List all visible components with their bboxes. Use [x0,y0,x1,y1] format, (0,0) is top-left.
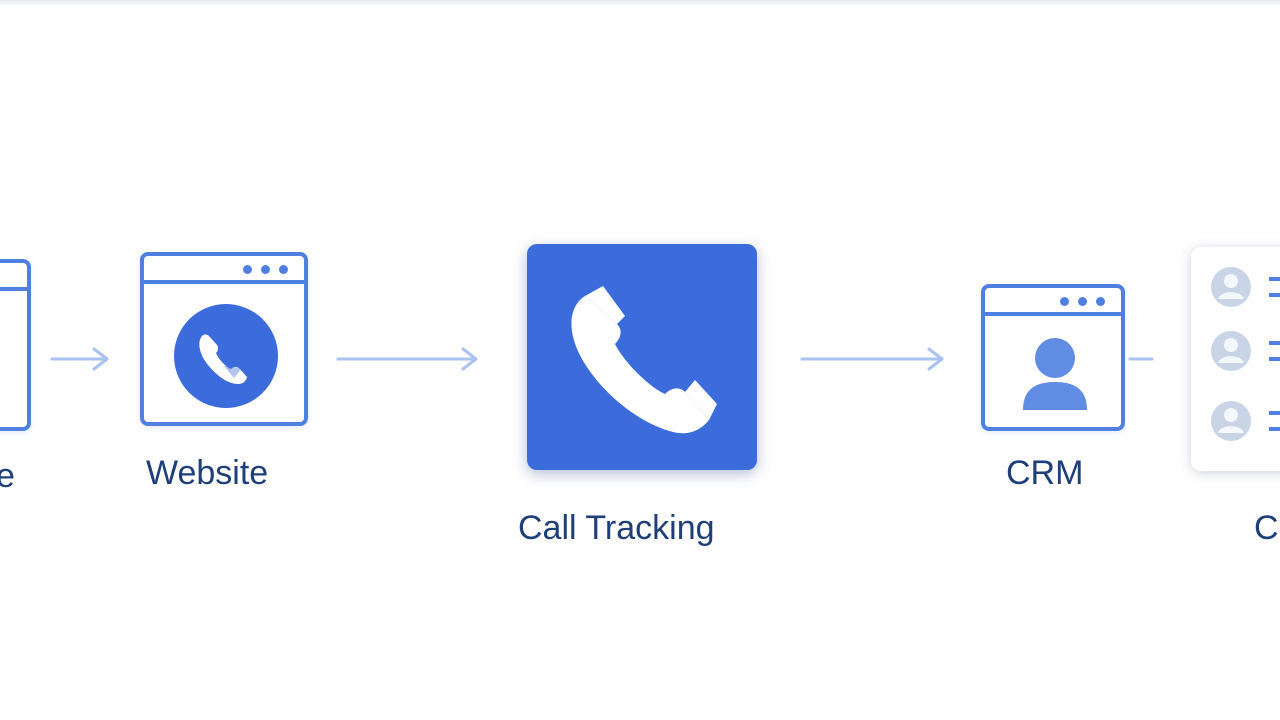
flow-arrow [336,347,478,371]
person-icon [1023,338,1087,410]
contact-list-icon [1191,247,1280,471]
node-label: C [1254,509,1279,547]
node-label: CRM [1006,454,1084,492]
phone-tile [527,244,757,470]
browser-phone-icon [140,252,308,426]
phone-icon [571,286,717,434]
top-divider [0,0,1280,6]
node-label: Call Tracking [518,509,715,547]
flow-arrow [1128,357,1154,361]
flow-arrow [800,347,944,371]
node-label: Website [146,454,269,492]
flow-arrow [50,347,109,371]
browser-person-icon [981,284,1125,431]
browser-window-icon [0,259,31,431]
node-label: e [0,457,15,495]
